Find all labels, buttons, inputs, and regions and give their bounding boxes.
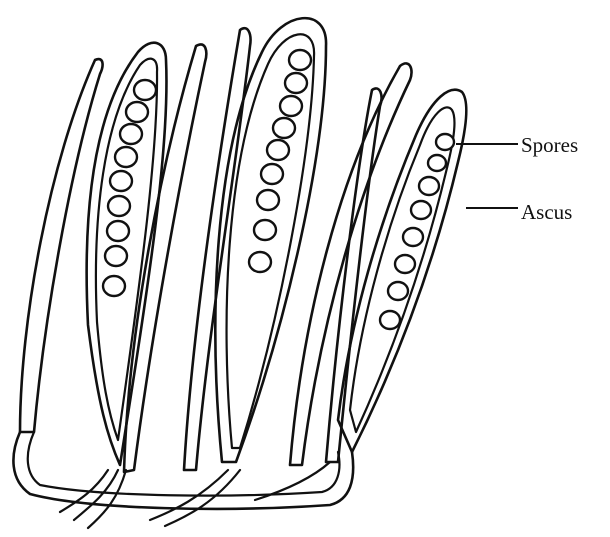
spore bbox=[428, 155, 446, 171]
spore bbox=[261, 164, 283, 184]
spore bbox=[120, 124, 142, 144]
spore bbox=[403, 228, 423, 246]
spore bbox=[289, 50, 311, 70]
spore bbox=[103, 276, 125, 296]
spore bbox=[395, 255, 415, 273]
spore bbox=[105, 246, 127, 266]
spore bbox=[380, 311, 400, 329]
spore bbox=[110, 171, 132, 191]
spore bbox=[285, 73, 307, 93]
spore bbox=[267, 140, 289, 160]
spore bbox=[436, 134, 454, 150]
spore bbox=[249, 252, 271, 272]
paraphysis bbox=[20, 59, 103, 432]
spore bbox=[126, 102, 148, 122]
spores-label: Spores bbox=[521, 135, 578, 156]
spore bbox=[280, 96, 302, 116]
paraphyses bbox=[20, 28, 412, 472]
spore bbox=[254, 220, 276, 240]
spore bbox=[134, 80, 156, 100]
spore bbox=[388, 282, 408, 300]
spore bbox=[273, 118, 295, 138]
spore bbox=[419, 177, 439, 195]
spore bbox=[115, 147, 137, 167]
hyphae-base bbox=[13, 432, 353, 528]
spore bbox=[257, 190, 279, 210]
spore bbox=[411, 201, 431, 219]
spores-left bbox=[103, 80, 156, 296]
ascus-label: Ascus bbox=[521, 202, 572, 223]
spore bbox=[108, 196, 130, 216]
spore bbox=[107, 221, 129, 241]
